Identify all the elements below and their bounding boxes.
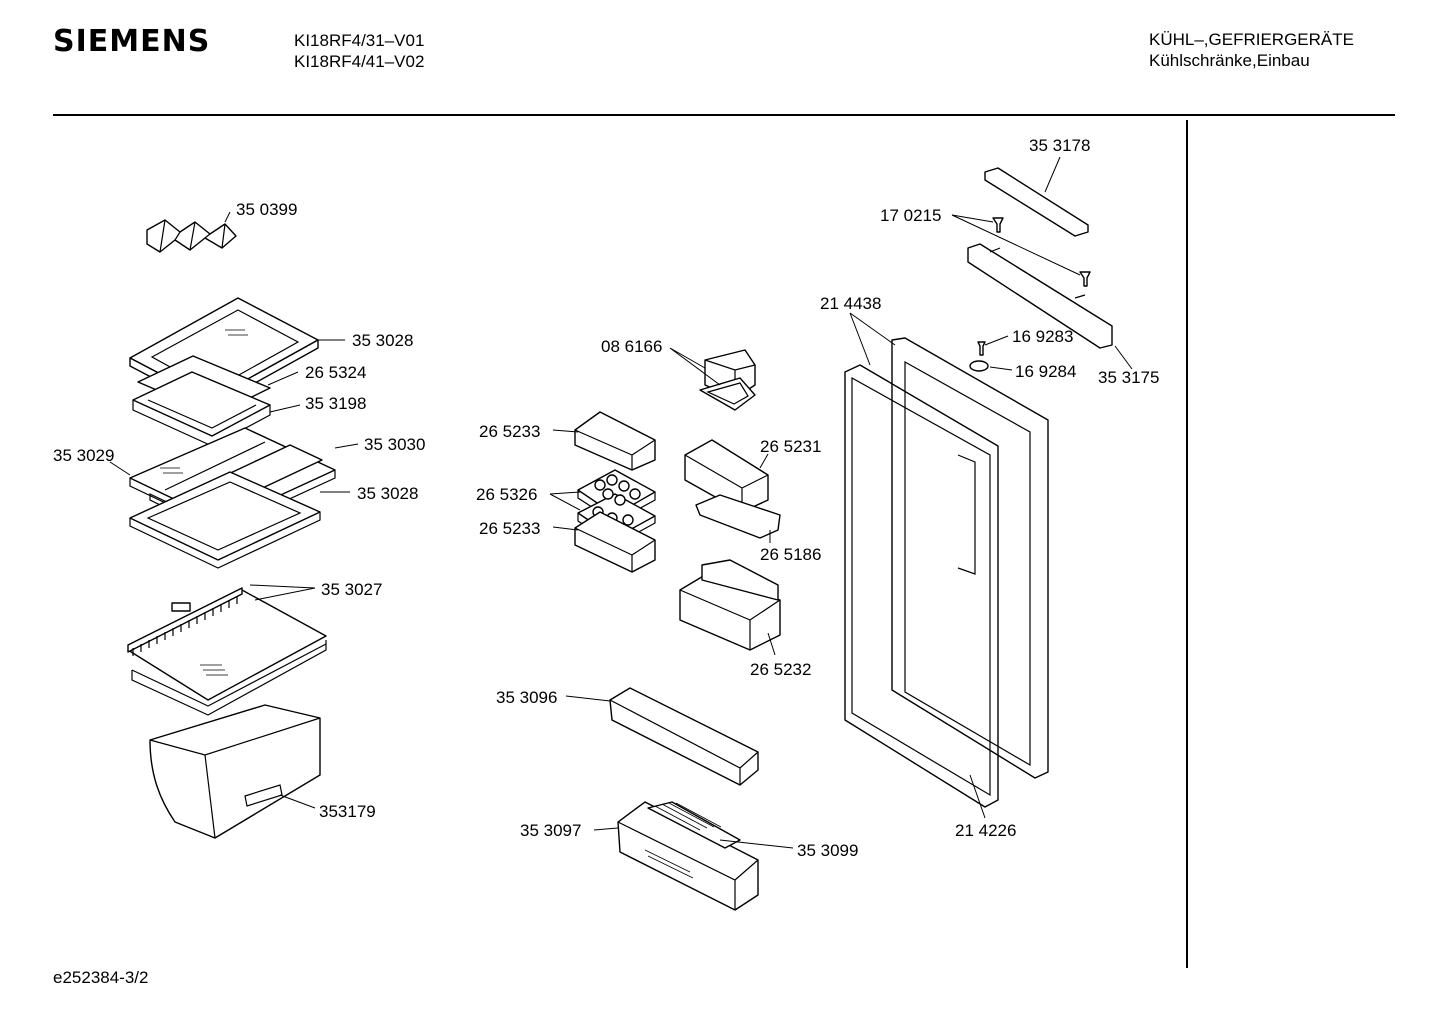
part-label: 16 9284 [1015, 362, 1076, 381]
part-label: 35 3030 [364, 435, 425, 454]
part-label: 26 5186 [760, 545, 821, 564]
screws-drawing [969, 217, 1091, 372]
hinge-cover-drawing [984, 167, 1089, 237]
door-shelf-drawing [609, 687, 759, 786]
butter-dish-drawing [699, 349, 756, 411]
hinge-bracket-drawing [967, 243, 1113, 349]
part-label: 26 5233 [479, 519, 540, 538]
part-label: 35 3097 [520, 821, 581, 840]
part-label: 08 6166 [601, 337, 662, 356]
header-rule [53, 114, 1395, 116]
crisper-cover-drawing [127, 587, 327, 716]
part-label: 35 3178 [1029, 136, 1090, 155]
glass-shelf-lower-drawing [129, 471, 321, 569]
shelf-frames-drawing [132, 355, 271, 447]
part-label: 26 5231 [760, 437, 821, 456]
drawing-id: e252384-3/2 [53, 968, 149, 987]
egg-holder-drawing [146, 219, 237, 253]
model-number-2: KI18RF4/41–V02 [294, 52, 425, 71]
part-label: 26 5324 [305, 363, 366, 382]
part-label: 35 3027 [321, 580, 382, 599]
part-label: 26 5233 [479, 422, 540, 441]
part-label: 21 4226 [955, 821, 1016, 840]
part-label: 35 3175 [1098, 368, 1159, 387]
part-label: 35 3029 [53, 446, 114, 465]
door-gasket-drawing [844, 364, 999, 808]
category-title: KÜHL–,GEFRIERGERÄTE [1149, 30, 1354, 49]
part-label: 21 4438 [820, 294, 881, 313]
part-label: 353179 [319, 802, 376, 821]
part-label: 26 5326 [476, 485, 537, 504]
crisper-drawer-drawing [149, 704, 321, 839]
part-label: 16 9283 [1012, 327, 1073, 346]
small-bin-upper-drawing [574, 411, 656, 471]
part-label: 35 3099 [797, 841, 858, 860]
part-label: 35 3028 [352, 331, 413, 350]
part-label: 35 3198 [305, 394, 366, 413]
bottle-holder-drawing [679, 559, 781, 651]
category-subtitle: Kühlschränke,Einbau [1149, 51, 1310, 70]
door-panel-drawing [891, 337, 1049, 779]
model-number-1: KI18RF4/31–V01 [294, 31, 425, 50]
small-bin-lower-drawing [574, 511, 656, 573]
brand-logo: SIEMENS [53, 24, 211, 59]
part-label: 35 3028 [357, 484, 418, 503]
part-label: 35 0399 [236, 200, 297, 219]
part-label: 17 0215 [880, 206, 941, 225]
side-rule [1186, 120, 1188, 968]
bottle-shelf-drawing [617, 801, 759, 911]
part-label: 26 5232 [750, 660, 811, 679]
leader-lines [109, 156, 1133, 849]
part-label: 35 3096 [496, 688, 557, 707]
door-bin-with-flap-drawing [684, 439, 781, 539]
